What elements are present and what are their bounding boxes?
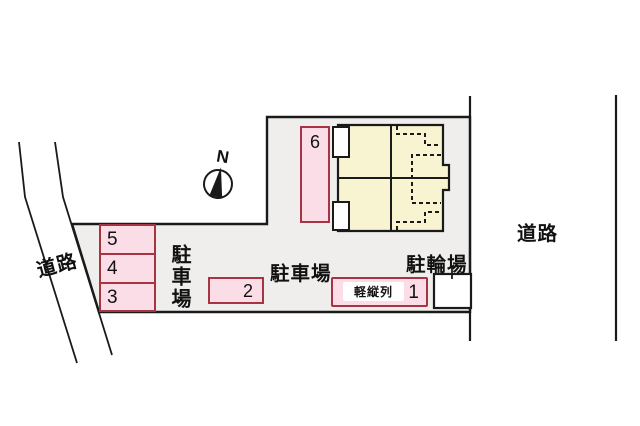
building-entrance-lower xyxy=(332,201,350,231)
parking-slot-5: 5 xyxy=(99,224,156,255)
building-dashed-middle-feature xyxy=(411,154,441,204)
slot-6-number: 6 xyxy=(309,132,320,152)
slot-2-number: 2 xyxy=(242,280,253,301)
road-left-far-edge-line xyxy=(18,141,78,364)
building-entrance-upper xyxy=(332,126,350,158)
compass-north-icon: N xyxy=(203,146,233,199)
slot-5-number: 5 xyxy=(107,229,118,250)
parking-slot-4: 4 xyxy=(99,253,156,284)
parking-area-label-main: 駐車場 xyxy=(270,263,332,285)
parking-slot-1: 軽縦列 1 xyxy=(331,277,428,307)
building-dashed-lower-feature xyxy=(396,211,441,230)
building-dashed-upper-feature xyxy=(396,126,441,146)
parking-area-label-left: 駐車場 xyxy=(168,244,190,310)
parking-slot-2: 2 xyxy=(208,277,264,304)
bicycle-parking-label: 駐輪場 xyxy=(406,254,468,276)
slot-1-number: 1 xyxy=(408,282,419,303)
parking-slot-6: 6 xyxy=(300,126,330,223)
compass-north-label: N xyxy=(215,146,230,167)
slot-3-number: 3 xyxy=(107,286,118,308)
slot-1-note-tag: 軽縦列 xyxy=(343,282,404,301)
slot-4-number: 4 xyxy=(107,258,118,279)
compass-needle xyxy=(209,167,223,198)
road-label-right: 道路 xyxy=(517,223,559,245)
parking-slot-3: 3 xyxy=(99,282,156,312)
road-left-near-edge-line xyxy=(54,141,113,356)
bicycle-parking-box xyxy=(432,272,473,310)
